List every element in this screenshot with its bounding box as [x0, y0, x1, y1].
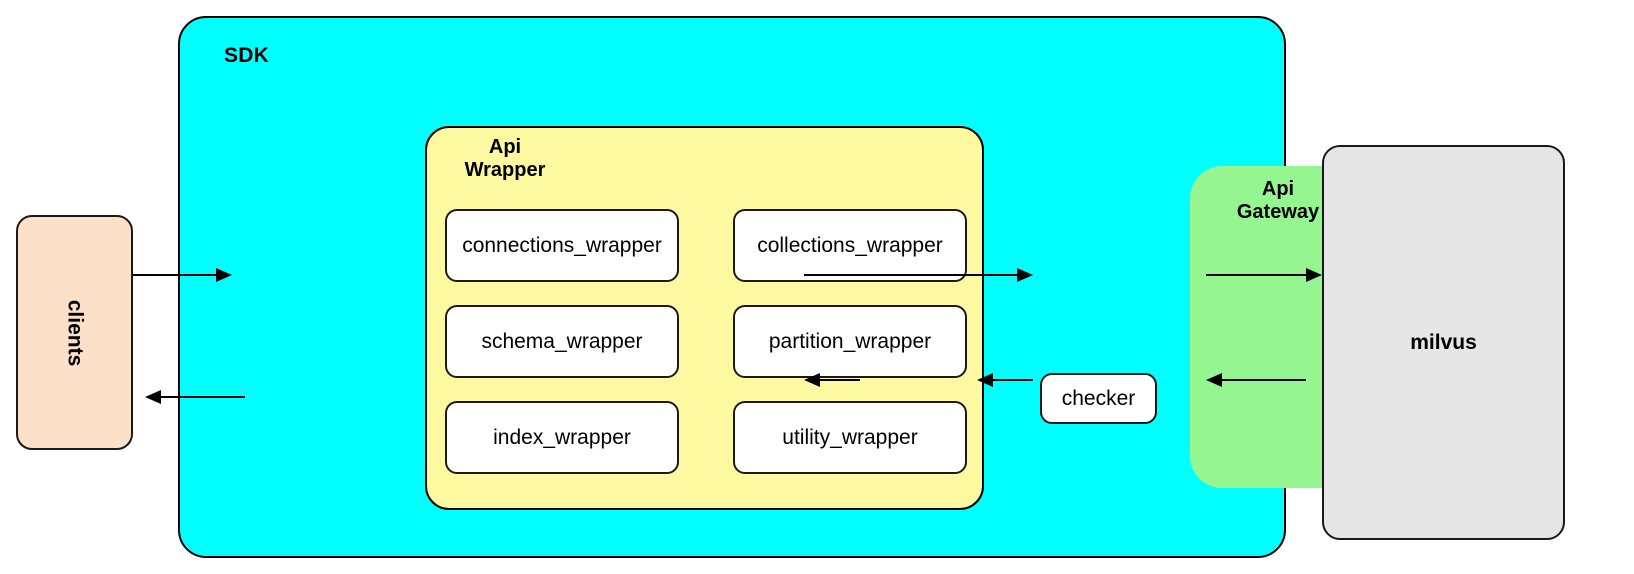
wrapper-cell-partition[interactable]: partition_wrapper: [733, 305, 967, 378]
wrapper-cell-label: collections_wrapper: [757, 233, 943, 257]
wrapper-cell-connections[interactable]: connections_wrapper: [445, 209, 679, 282]
api-gateway-label: Api Gateway: [1208, 178, 1348, 224]
sdk-container[interactable]: SDK Api Wrapper connections_wrapper coll…: [178, 16, 1418, 558]
api-gateway-label-line1: Api: [1261, 178, 1295, 200]
connector-api-wrapper-to-clients: [145, 390, 245, 404]
connector-api-request-to-milvus: [1206, 268, 1322, 282]
wrapper-cell-label: utility_wrapper: [782, 425, 918, 449]
connector-api-wrapper-to-api-request: [804, 268, 1033, 282]
wrapper-cell-label: schema_wrapper: [481, 329, 643, 353]
clients-node[interactable]: clients: [16, 215, 133, 450]
wrapper-cell-label: connections_wrapper: [462, 233, 662, 257]
milvus-label: milvus: [1410, 330, 1477, 354]
connector-milvus-to-api-response: [1206, 373, 1306, 387]
milvus-node[interactable]: milvus: [1322, 145, 1565, 540]
wrapper-cell-schema[interactable]: schema_wrapper: [445, 305, 679, 378]
connector-clients-to-api-wrapper: [133, 268, 232, 282]
api-wrapper-container[interactable]: Api Wrapper connections_wrapper collecti…: [425, 126, 984, 510]
api-wrapper-label-line1: Api: [488, 136, 522, 158]
sdk-label: SDK: [224, 44, 269, 67]
connector-api-response-to-checker: [977, 373, 1033, 387]
api-wrapper-label-line2: Wrapper: [464, 159, 546, 181]
wrapper-cell-label: partition_wrapper: [768, 329, 932, 353]
api-gateway-label-line2: Gateway: [1236, 201, 1320, 223]
wrapper-cell-label: index_wrapper: [493, 425, 631, 449]
wrapper-cell-index[interactable]: index_wrapper: [445, 401, 679, 474]
wrapper-cell-collections[interactable]: collections_wrapper: [733, 209, 967, 282]
checker-label: checker: [1061, 386, 1136, 410]
wrapper-cell-utility[interactable]: utility_wrapper: [733, 401, 967, 474]
checker-node[interactable]: checker: [1040, 373, 1157, 424]
api-wrapper-label: Api Wrapper: [445, 136, 565, 182]
connector-checker-to-api-wrapper: [804, 373, 860, 387]
